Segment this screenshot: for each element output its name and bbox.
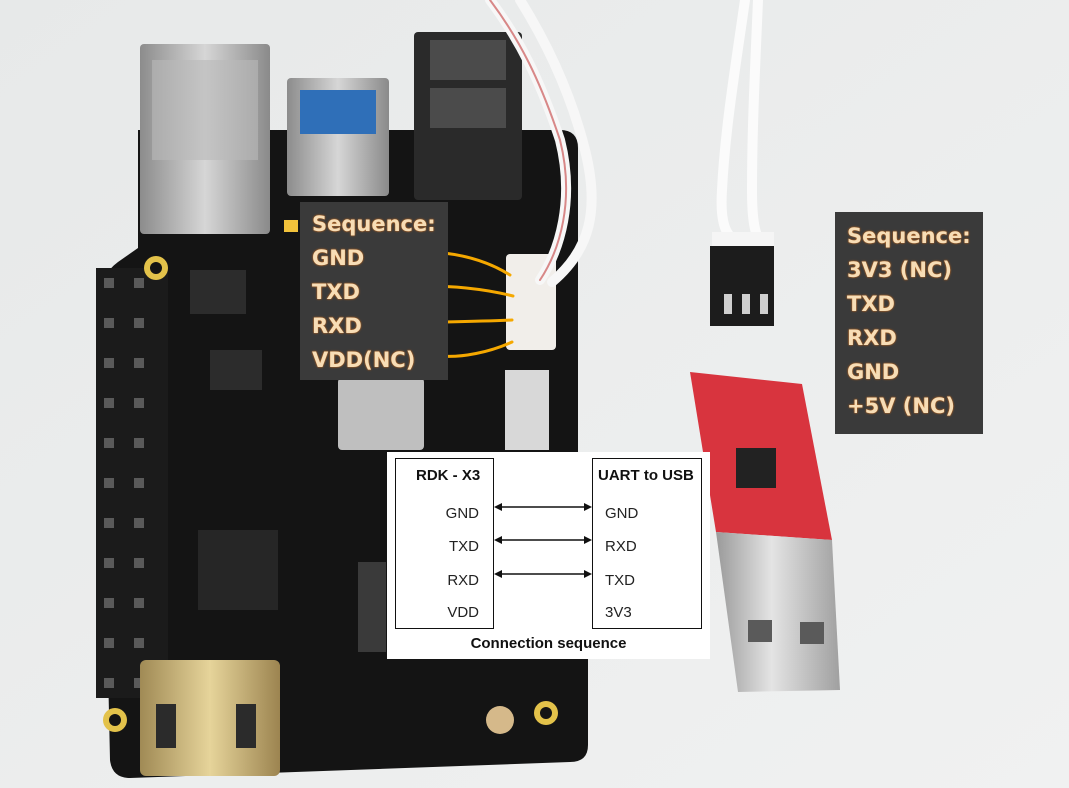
uart-pin-gnd: GND [605, 505, 639, 522]
gpio-header [96, 268, 168, 698]
usb-pin-gnd: GND [847, 360, 900, 384]
rdk-pin-vdd: VDD [447, 604, 479, 621]
connection-diagram: RDK - X3 GND TXD RXD VDD UART to USB GND… [387, 452, 710, 659]
board-pin-rxd: RXD [312, 314, 362, 338]
uart-pin-rxd: RXD [605, 538, 637, 555]
board-pin-vdd: VDD(NC) [312, 348, 416, 372]
usb-sequence-title: Sequence: [847, 224, 971, 248]
connection-caption: Connection sequence [470, 635, 627, 652]
rdk-pin-txd: TXD [449, 538, 479, 555]
board-pin-gnd: GND [312, 246, 365, 270]
uart-pin-txd: TXD [605, 572, 635, 589]
board-pin-txd: TXD [312, 280, 360, 304]
usb3-tongue [300, 90, 376, 134]
wifi-module [358, 562, 386, 652]
rdk-x3-header: RDK - X3 [416, 467, 481, 484]
uart-usb-column: UART to USB GND RXD TXD 3V3 [592, 458, 702, 629]
board-sequence-title: Sequence: [312, 212, 436, 236]
rdk-x3-board [96, 32, 588, 778]
usb-sequence-label: Sequence: 3V3 (NC) TXD RXD GND +5V (NC) [835, 212, 983, 434]
uart-usb-header: UART to USB [598, 467, 694, 484]
ram-chip [198, 530, 278, 610]
antenna-connector [486, 706, 514, 734]
rdk-x3-column: RDK - X3 GND TXD RXD VDD [395, 458, 494, 629]
fpc-connector [505, 370, 549, 450]
usb-a-plug [716, 532, 840, 692]
usb-pin-txd: TXD [847, 292, 895, 316]
uart-pin-3v3: 3V3 [605, 604, 632, 621]
uart-usb-adapter [690, 232, 840, 692]
soc-shield [338, 378, 424, 450]
chip [190, 270, 246, 314]
rdk-pin-gnd: GND [445, 505, 479, 522]
connection-arrows [494, 503, 592, 578]
usb-pin-rxd: RXD [847, 326, 897, 350]
usb-pin-5v: +5V (NC) [847, 394, 955, 418]
cables [485, 0, 765, 287]
board-sequence-label: Sequence: GND TXD RXD VDD(NC) [300, 202, 448, 380]
rdk-pin-rxd: RXD [447, 572, 479, 589]
usb-pin-3v3: 3V3 (NC) [847, 258, 952, 282]
chip [210, 350, 262, 390]
